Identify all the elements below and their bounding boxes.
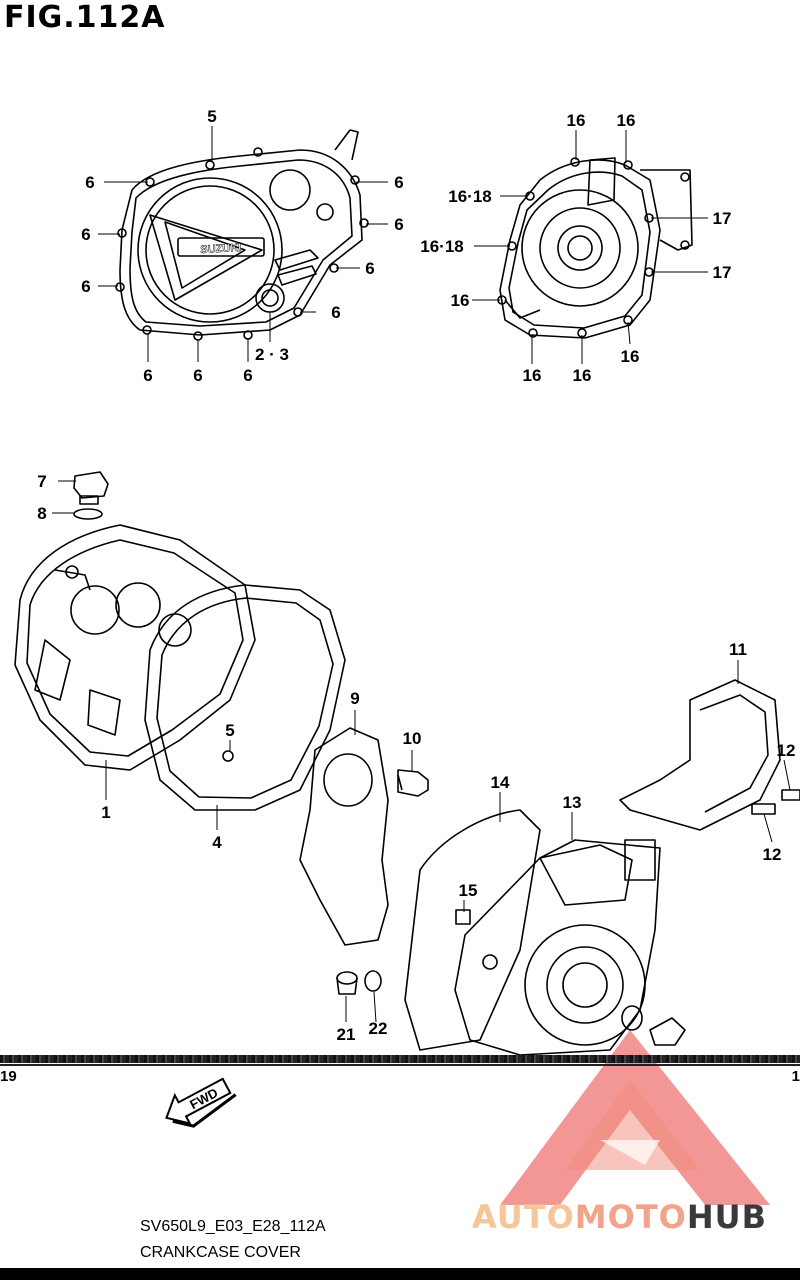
callout-4: 4 [212, 833, 222, 852]
callout-10: 10 [403, 729, 422, 748]
page-mark-left: 19 [0, 1068, 17, 1085]
callout-2-3: 2 · 3 [255, 345, 289, 364]
clutch-cover-drawing [115, 129, 369, 341]
callout-9: 9 [350, 689, 359, 708]
generator-gasket-drawing [404, 809, 541, 1051]
crankcase-drawing [14, 524, 256, 771]
bottom-border [0, 1268, 800, 1280]
bolt-10-drawing [397, 769, 429, 797]
page-mark-right: 1 [791, 1068, 800, 1085]
watermark-part-auto: AUTO [472, 1198, 575, 1236]
leader-lines [52, 126, 791, 1023]
callout-16: 16 [573, 366, 592, 385]
callout-16: 16 [451, 291, 470, 310]
callout-16-18: 16·18 [420, 237, 463, 256]
gasket-9-drawing [299, 727, 389, 946]
page-separator-line [0, 1064, 800, 1066]
callout-6: 6 [394, 215, 403, 234]
callout-16: 16 [523, 366, 542, 385]
watermark-part-moto: MOTO [574, 1198, 687, 1236]
cover-logo: SUZUKI [200, 242, 242, 256]
figure-title: FIG.112A [4, 0, 166, 35]
clutch-cover-gasket-drawing [144, 584, 346, 811]
watermark-logo-icon [500, 1030, 770, 1205]
callout-1: 1 [101, 803, 110, 822]
callout-12: 12 [777, 741, 796, 760]
callout-6: 6 [85, 173, 94, 192]
callout-8: 8 [37, 504, 46, 523]
callout-12: 12 [763, 845, 782, 864]
figure-caption: CRANKCASE COVER [140, 1244, 301, 1261]
guard-11-drawing [619, 679, 781, 831]
callout-labels: 5 6 6 6 6 6 6 2 · 3 6 6 6 6 16 16 16·18 … [37, 107, 795, 1044]
callout-22: 22 [369, 1019, 388, 1038]
callout-6: 6 [365, 259, 374, 278]
fwd-arrow-icon: FWD [165, 1077, 237, 1128]
callout-5-top: 5 [207, 107, 216, 126]
dowel-15-drawing [455, 909, 471, 925]
model-code: SV650L9_E03_E28_112A [140, 1218, 326, 1235]
callout-21: 21 [337, 1025, 356, 1044]
callout-6: 6 [243, 366, 252, 385]
plug-21-drawing [336, 971, 358, 995]
callout-6: 6 [81, 277, 90, 296]
callout-6: 6 [331, 303, 340, 322]
callout-16: 16 [617, 111, 636, 130]
callout-11: 11 [729, 640, 747, 659]
oring-22-drawing [364, 970, 382, 992]
watermark-text: AUTOMOTOHUB [472, 1198, 767, 1236]
callout-6: 6 [193, 366, 202, 385]
callout-15: 15 [459, 881, 478, 900]
generator-cover-13-drawing [454, 839, 661, 1056]
callout-14: 14 [491, 773, 510, 792]
screw-12-drawing [751, 789, 800, 815]
page-separator [0, 1055, 800, 1063]
callout-16: 16 [621, 347, 640, 366]
callout-6: 6 [394, 173, 403, 192]
generator-cover-drawing [497, 157, 693, 339]
callout-17: 17 [713, 263, 732, 282]
watermark-part-hub: HUB [686, 1198, 768, 1236]
callout-17: 17 [713, 209, 732, 228]
plug-oring-drawing [621, 1005, 686, 1046]
callout-16: 16 [567, 111, 586, 130]
callout-13: 13 [563, 793, 582, 812]
callout-6: 6 [81, 225, 90, 244]
callout-6: 6 [143, 366, 152, 385]
callout-5-lower: 5 [225, 721, 234, 740]
callout-16-18: 16·18 [448, 187, 491, 206]
oil-filler-cap-drawing [73, 471, 109, 520]
callout-7: 7 [37, 472, 46, 491]
